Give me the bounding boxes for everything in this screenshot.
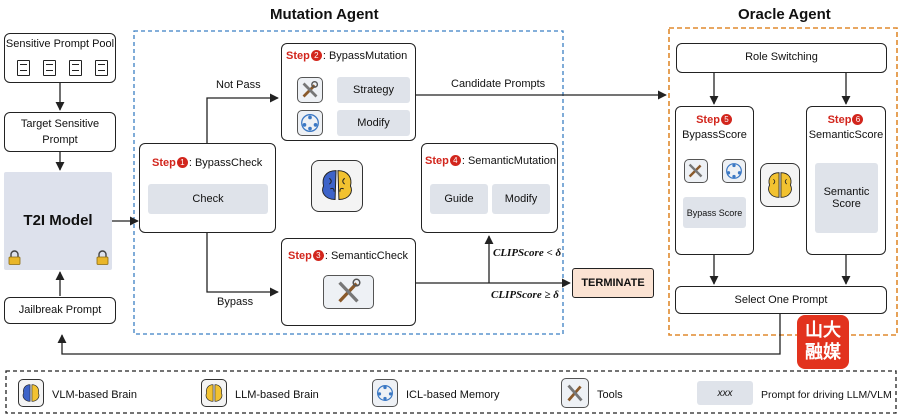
llm-brain-legend-icon: [201, 379, 227, 407]
legend-vlm-label: VLM-based Brain: [52, 389, 137, 401]
sensitive-prompt-pool: Sensitive Prompt Pool: [4, 33, 116, 83]
not-pass-label: Not Pass: [216, 79, 261, 91]
modify-prompt: Modify: [492, 184, 550, 214]
mutation-agent-title: Mutation Agent: [270, 6, 379, 23]
clipscore-lt-label: CLIPScore < δ: [493, 247, 562, 259]
vlm-brain-icon: [311, 160, 363, 212]
bypass-label: Bypass: [217, 296, 254, 308]
strategy-prompt: Strategy: [337, 77, 410, 103]
legend-region: [5, 370, 897, 414]
check-prompt: Check: [148, 184, 268, 214]
role-switching: Role Switching: [676, 43, 887, 73]
document-icon: [17, 60, 30, 76]
modify-prompt: Modify: [337, 110, 410, 136]
select-one-prompt-label: Select One Prompt: [734, 294, 828, 306]
target-line2: Prompt: [42, 134, 78, 146]
icl-memory-legend-icon: [372, 379, 398, 407]
step-number: 2: [310, 50, 322, 61]
step-number: 1: [176, 157, 188, 168]
legend-icl-label: ICL-based Memory: [406, 389, 500, 401]
t2i-model-box: T2I Model: [4, 172, 112, 270]
select-one-prompt: Select One Prompt: [675, 286, 887, 314]
step-number: 5: [720, 114, 732, 125]
oracle-agent-title: Oracle Agent: [738, 6, 831, 23]
t2i-model-label: T2I Model: [23, 212, 93, 229]
legend-prompt-swatch: xxx: [697, 381, 753, 405]
step-number: 4: [449, 155, 461, 166]
target-sensitive-prompt: Target Sensitive Prompt: [4, 112, 116, 152]
watermark-logo: 山大 融媒: [797, 315, 849, 369]
tools-icon: [297, 77, 323, 103]
legend-prompt-label: Prompt for driving LLM/VLM: [761, 389, 892, 401]
vlm-brain-legend-icon: [18, 379, 44, 407]
tools-legend-icon: [561, 378, 589, 408]
terminate-node: TERMINATE: [572, 268, 654, 298]
jailbreak-label: Jailbreak Prompt: [18, 304, 102, 316]
document-icon: [69, 60, 82, 76]
lock-icon: [96, 250, 109, 265]
step6-title-line2: SemanticScore: [808, 129, 884, 141]
lock-icon: [8, 250, 21, 265]
document-icon: [43, 60, 56, 76]
llm-brain-icon: [760, 163, 800, 207]
tools-icon: [684, 159, 708, 183]
icl-memory-icon: [297, 110, 323, 136]
step5-title-line2: BypassScore: [682, 129, 747, 141]
mutation-agent-region: [133, 30, 564, 335]
legend-tools-label: Tools: [597, 389, 623, 401]
clipscore-ge-label: CLIPScore ≥ δ: [491, 289, 559, 301]
pool-label: Sensitive Prompt Pool: [5, 38, 115, 50]
guide-prompt: Guide: [430, 184, 488, 214]
oracle-agent-region: [668, 27, 898, 336]
document-icon: [95, 60, 108, 76]
tools-icon: [323, 275, 374, 309]
target-line1: Target Sensitive: [20, 118, 100, 130]
step-number: 6: [852, 114, 864, 125]
legend-llm-label: LLM-based Brain: [235, 389, 319, 401]
role-switching-label: Role Switching: [745, 51, 818, 63]
icl-memory-icon: [722, 159, 746, 183]
step-number: 3: [312, 250, 324, 261]
jailbreak-prompt: Jailbreak Prompt: [4, 297, 116, 324]
bypass-score-prompt: Bypass Score: [683, 197, 746, 228]
candidate-prompts-label: Candidate Prompts: [451, 78, 546, 90]
